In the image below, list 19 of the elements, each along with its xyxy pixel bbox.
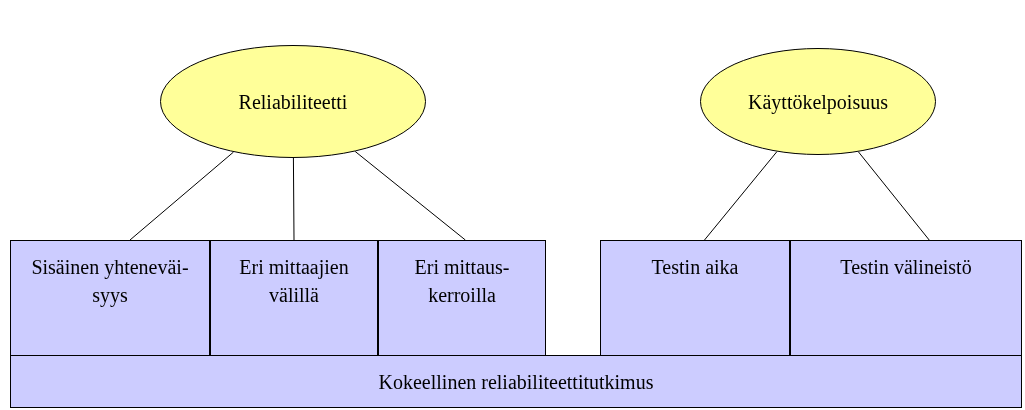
base-bar [10,355,1022,408]
connector-line [354,150,466,241]
node-text: Testin aika [650,255,740,280]
node-text: Reliabiliteetti [237,89,349,115]
category-box [378,240,546,356]
node-text: Sisäinen yhteneväi- syys [30,255,190,309]
node-text: Eri mittaajien välillä [238,255,350,308]
category-box [790,240,1022,356]
connector-line [129,151,234,241]
connector-line [292,157,295,241]
category-box [10,240,210,356]
category-box [210,240,378,356]
node-text: Testin välineistö [839,255,973,280]
node-text: Käyttökelpoisuus [747,89,889,116]
node-text: Kokeellinen reliabiliteettitutkimus [377,369,655,395]
node-text: Eri mittaus- kerroilla [413,255,511,308]
connector-line [704,151,778,241]
category-box [600,240,790,356]
connector-line [857,151,930,241]
